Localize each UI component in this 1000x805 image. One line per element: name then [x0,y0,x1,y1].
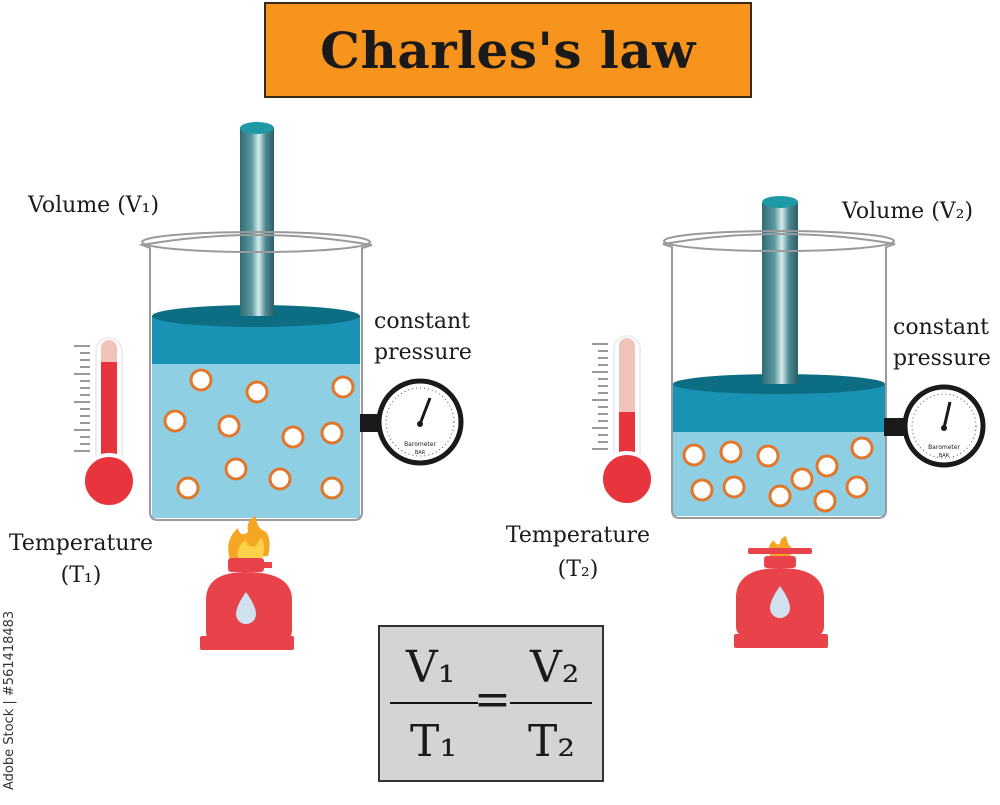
formula-equals-sign: = [474,674,511,725]
right-pressure-label-line2: pressure [893,346,991,371]
diagram-illustration: Barometer BAR [74,122,986,650]
left-gauge-label: Barometer [404,441,436,448]
right-temperature-label-line1: Temperature [505,523,651,548]
right-barometer-icon: Barometer BAR [884,384,986,468]
right-gas-particles [682,436,874,513]
formula-denominator-right: T₂ [528,716,575,767]
right-thermometer-icon [592,335,655,507]
formula-fraction-bar-right [510,702,592,704]
formula-fraction-bar-left [390,702,478,704]
page-title: Charles's law [320,20,696,80]
right-gauge-label: Barometer [928,444,960,451]
formula-numerator-left: V₁ [406,642,456,693]
left-temperature-label-line2: (T₁) [60,563,102,588]
left-gas-particles [163,368,355,500]
left-burner-icon [200,516,294,650]
stock-watermark: Adobe Stock | #561418483 [2,610,17,790]
right-gauge-unit: BAR [939,453,950,459]
right-beaker [662,196,896,519]
left-pressure-label-line1: constant [374,309,470,334]
right-pressure-label-line1: constant [893,315,989,340]
left-volume-label: Volume (V₁) [28,193,160,218]
left-gauge-unit: BAR [415,450,426,456]
charles-law-formula: V₁ T₁ = V₂ T₂ [378,625,604,782]
watermark-container: Adobe Stock | #561418483 [2,611,181,805]
left-temperature-label-line1: Temperature [8,531,154,556]
left-thermometer-icon [74,337,137,509]
left-beaker [138,122,373,521]
right-temperature-label-line2: (T₂) [557,557,599,582]
left-barometer-icon: Barometer BAR [360,378,464,466]
left-pressure-label-line2: pressure [374,340,472,365]
formula-denominator-left: T₁ [410,716,457,767]
right-volume-label: Volume (V₂) [842,199,974,224]
formula-numerator-right: V₂ [530,642,580,693]
right-burner-icon [734,536,828,648]
title-banner: Charles's law [264,2,752,98]
